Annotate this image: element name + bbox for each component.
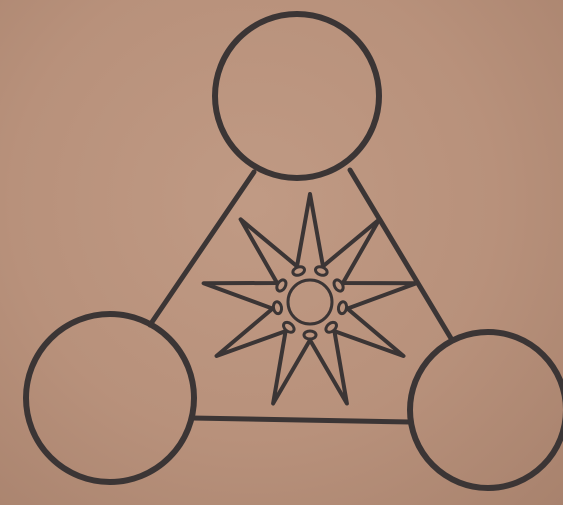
nodes [26, 14, 563, 488]
edge-top-to-bottom-left [150, 172, 254, 325]
node-bottom-left [26, 314, 194, 482]
edge-bottom-left-to-bottom-right [192, 418, 410, 422]
star-bead [338, 301, 348, 314]
star-bead [273, 301, 283, 314]
star-bead [292, 265, 306, 277]
star-bead [304, 331, 316, 339]
inner-ring [288, 280, 332, 324]
edge-top-to-bottom-right [350, 170, 452, 340]
node-top [215, 14, 379, 178]
bead-ring [273, 265, 348, 339]
star-bead [314, 265, 328, 277]
node-bottom-right [410, 332, 563, 488]
